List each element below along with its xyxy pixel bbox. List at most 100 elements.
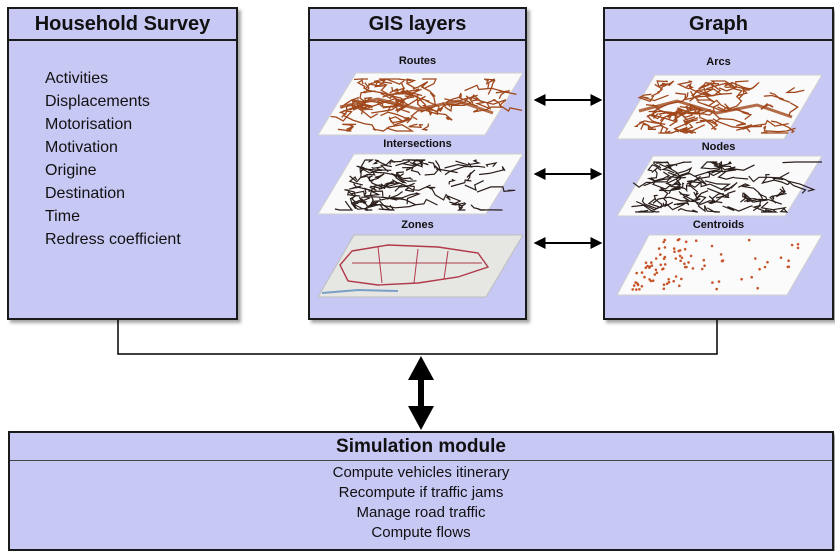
routes-label: Routes [310,55,525,67]
attribute-item: Origine [45,159,181,182]
intersections-label: Intersections [310,138,525,150]
centroid-dot [797,243,800,246]
simulation-double-arrow [408,356,434,430]
centroid-dot [662,267,665,270]
centroid-dot [663,288,666,291]
centroid-dot [715,288,718,291]
centroid-dot [680,278,683,281]
simulation-module-box: Simulation module Compute vehicles itine… [8,431,834,551]
centroid-dot [718,280,721,283]
centroid-dot [635,272,638,275]
centroid-dot [677,239,680,242]
centroid-dot [635,281,638,284]
centroid-dot [684,266,687,269]
centroid-dot [658,247,661,250]
centroid-dot [655,257,658,260]
attribute-item: Motorisation [45,113,181,136]
centroid-dot [633,284,636,287]
centroid-dot [675,257,678,260]
centroid-dot [659,253,662,256]
centroid-dot [684,248,687,251]
attribute-item: Displacements [45,90,181,113]
attribute-item: Time [45,205,181,228]
gis-layers-title: GIS layers [310,9,525,41]
attribute-item: Motivation [45,136,181,159]
centroid-dot [675,275,678,278]
centroid-dot [711,245,714,248]
centroid-dot [685,241,688,244]
centroid-dot [791,244,794,247]
gis-layers-box: GIS layers Routes Intersections Zones [308,7,527,320]
centroid-dot [703,264,706,267]
simulation-task: Manage road traffic [10,503,832,523]
centroids-map-layer [617,233,822,299]
intersections-map-layer [318,152,523,218]
nodes-label: Nodes [605,141,832,153]
centroid-dot [695,239,698,242]
centroid-dot [654,273,657,276]
centroid-dot [673,247,676,250]
centroid-dot [635,288,638,291]
graph-box: Graph Arcs Nodes Centroids [603,7,834,320]
centroid-dot [679,260,682,263]
centroid-dot [650,261,653,264]
arcs-label: Arcs [605,56,832,68]
centroid-dot [764,266,767,269]
centroid-dot [664,246,667,249]
centroid-dot [703,259,706,262]
centroid-dot [660,264,663,267]
centroid-dot [678,285,681,288]
centroid-dot [679,249,682,252]
centroid-dot [721,260,724,263]
centroid-dot [673,250,676,253]
centroid-dot [656,271,659,274]
centroid-dot [652,279,655,282]
centroid-dot [663,257,666,260]
centroid-dot [648,278,651,281]
centroid-dot [748,239,751,242]
simulation-task: Compute flows [10,523,832,543]
centroid-dot [631,288,634,291]
arcs-map-layer [617,71,822,143]
nodes-map-layer [617,154,822,220]
simulation-task: Compute vehicles itinerary [10,463,832,483]
centroid-dot [690,255,693,258]
centroid-dot [754,257,757,260]
centroid-dot [788,266,791,269]
simulation-task: Recompute if traffic jams [10,483,832,503]
attribute-item: Redress coefficient [45,228,181,251]
household-attribute-list: Activities Displacements Motorisation Mo… [45,67,181,251]
bottom-connector-line [118,320,717,354]
centroid-dot [711,281,714,284]
centroid-dot [692,267,695,270]
centroid-dot [641,271,644,274]
household-survey-title: Household Survey [9,9,236,41]
centroid-dot [663,283,666,286]
centroid-dot [740,278,743,281]
centroid-dot [758,268,761,271]
centroid-dot [750,276,753,279]
centroid-dot [638,288,641,291]
simulation-task-list: Compute vehicles itinerary Recompute if … [10,461,832,543]
centroids-label: Centroids [605,219,832,231]
centroid-dot [643,276,646,279]
zones-map-layer [318,233,523,301]
centroid-dot [766,261,769,264]
centroid-dot [645,266,648,269]
attribute-item: Activities [45,67,181,90]
centroid-dot [797,247,800,250]
road-segment [783,162,823,163]
attribute-item: Destination [45,182,181,205]
centroid-dot [687,261,690,264]
centroid-dot [720,253,723,256]
household-survey-box: Household Survey Activities Displacement… [7,7,238,320]
centroid-dot [701,268,704,271]
routes-map-layer [318,69,523,139]
centroid-dot [780,256,783,259]
centroid-dot [666,283,669,286]
centroid-dot [756,287,759,290]
centroid-dot [672,280,675,283]
centroid-dot [637,284,640,287]
centroid-dot [679,255,682,258]
centroid-dot [662,241,665,244]
